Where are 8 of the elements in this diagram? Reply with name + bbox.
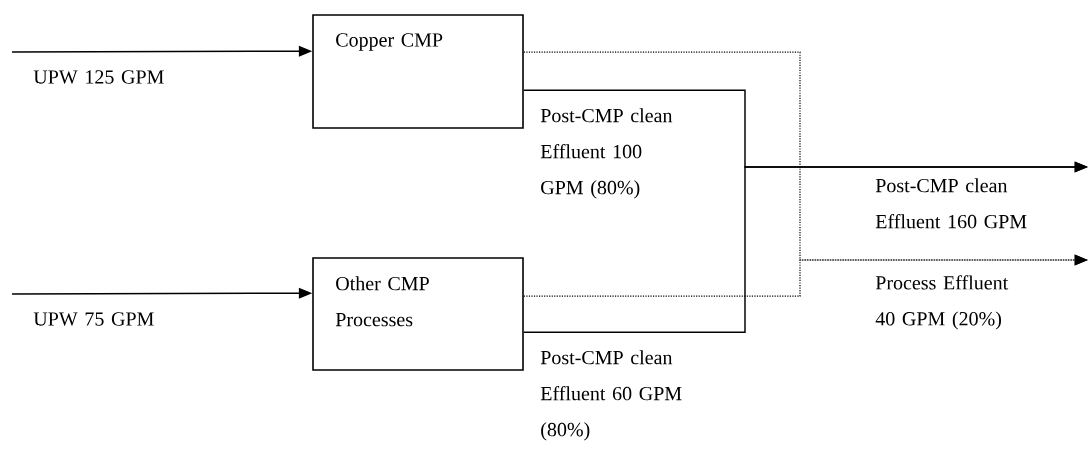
- flow-label: Process Effluent 40 GPM (20%): [875, 275, 1009, 330]
- edge-label: Post-CMP clean Effluent 60 GPM (80%): [540, 350, 682, 441]
- flow-label: Post-CMP clean Effluent 160 GPM: [875, 178, 1027, 229]
- process-box: Copper CMP: [312, 14, 524, 129]
- edge-label: Post-CMP clean Effluent 100 GPM (80%): [540, 108, 673, 199]
- process-box: Other CMP Processes: [312, 257, 524, 371]
- edge-label: UPW 125 GPM: [33, 70, 164, 84]
- edge-label: UPW 75 GPM: [33, 312, 154, 326]
